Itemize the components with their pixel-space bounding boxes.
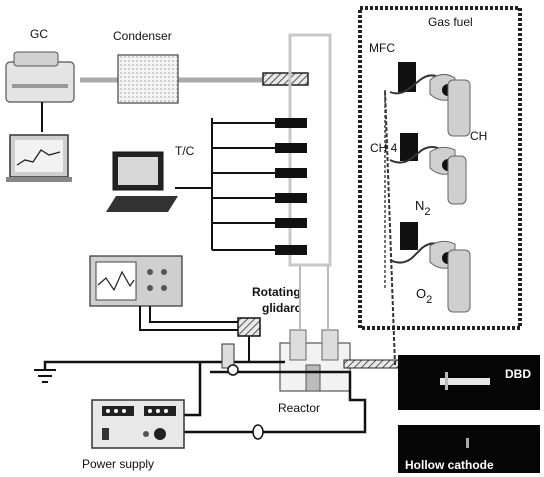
- rotating-label: Rotating: [252, 285, 301, 299]
- dbd-photo: [398, 355, 540, 410]
- probe-box-icon: [238, 318, 260, 362]
- ground-icon: [34, 370, 56, 382]
- gas-feed-pipe: [344, 360, 399, 368]
- power-supply-label: Power supply: [82, 457, 154, 471]
- reactor-label: Reactor: [278, 401, 320, 415]
- gas-cylinder-icon: [390, 62, 470, 136]
- n2-label: N2: [415, 198, 431, 218]
- o2-label: O2: [416, 286, 432, 306]
- dbd-label: DBD: [505, 367, 531, 381]
- power-supply-icon: [92, 400, 184, 448]
- gas-feed-riser: [385, 90, 395, 365]
- mfc-label: MFC: [369, 41, 395, 55]
- gas-cylinder-icon: [390, 133, 466, 204]
- computer-monitor-icon: [6, 135, 72, 182]
- oscilloscope-probe-wires: [140, 306, 248, 330]
- oscilloscope-icon: [90, 256, 182, 306]
- tc-label: T/C: [175, 144, 195, 158]
- condenser-icon: [118, 55, 178, 103]
- current-probe-icon: [222, 344, 263, 439]
- gas-fuel-label: Gas fuel: [428, 15, 473, 29]
- thermocouple-array: [175, 118, 307, 255]
- ch-label: CH: [470, 129, 487, 143]
- glidarc-label: glidarc: [262, 301, 302, 315]
- ch4-label: CH 4: [370, 141, 398, 155]
- condenser-label: Condenser: [113, 29, 172, 43]
- gc-instrument-icon: [6, 52, 74, 132]
- gc-label: GC: [30, 27, 48, 41]
- laptop-icon: [106, 152, 178, 212]
- hollow-cathode-label: Hollow cathode: [405, 458, 494, 472]
